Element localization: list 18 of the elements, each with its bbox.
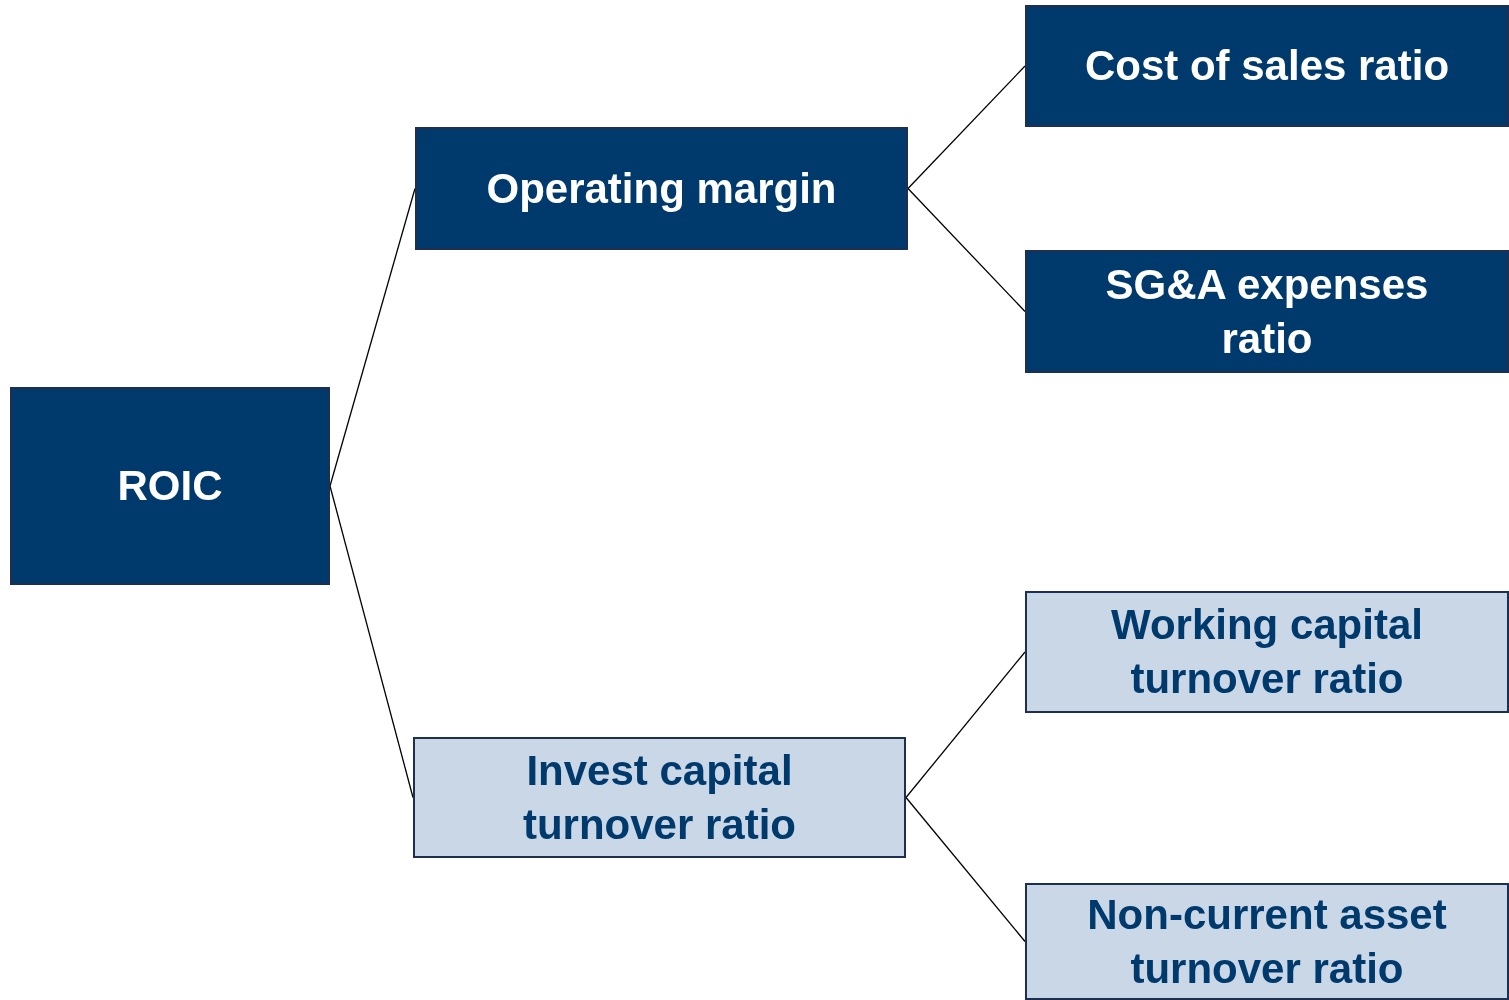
connector-line — [905, 651, 1026, 799]
metric-label: Cost of sales ratio — [1083, 41, 1451, 92]
connector-line — [905, 796, 1026, 943]
metric-box — [1025, 591, 1509, 713]
connector-line — [907, 65, 1026, 190]
metric-box — [413, 737, 906, 858]
metric-box — [415, 127, 908, 250]
metric-box — [10, 387, 330, 585]
metric-label: ROIC — [116, 461, 224, 512]
connector-line — [907, 187, 1026, 313]
metric-label: Operating margin — [485, 163, 838, 214]
metric-label: Invest capital turnover ratio — [521, 745, 797, 850]
metric-label: Working capital turnover ratio — [1110, 600, 1424, 704]
metric-box — [1025, 883, 1509, 1000]
metric-label: Non-current asset turnover ratio — [1086, 889, 1448, 994]
metric-box — [1025, 250, 1509, 373]
metric-box — [1025, 5, 1509, 127]
metric-label: SG&A expenses ratio — [1104, 259, 1430, 364]
